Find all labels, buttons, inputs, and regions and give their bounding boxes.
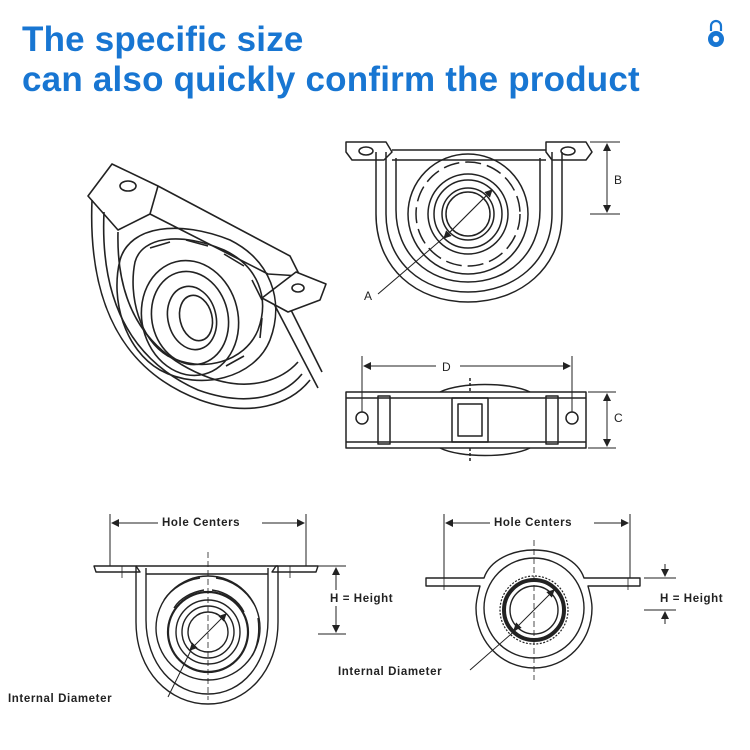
dimension-b-arrow <box>590 141 620 215</box>
label-height-right: H = Height <box>660 593 723 605</box>
right-height-dimension <box>644 564 676 624</box>
left-internal-diameter-arrow <box>167 613 227 698</box>
front-view-drawing <box>345 141 593 303</box>
label-hole-centers-right: Hole Centers <box>494 517 572 529</box>
dimension-d-arrow <box>361 356 573 412</box>
right-internal-diameter-arrow <box>469 589 555 671</box>
dimension-a-arrow <box>377 189 493 295</box>
dimension-c-arrow <box>588 391 616 449</box>
label-c: C <box>614 411 623 425</box>
headline-line-2: can also quickly confirm the product <box>22 60 640 99</box>
label-a: A <box>364 289 372 303</box>
bottom-right-bearing-drawing <box>425 540 641 680</box>
label-internal-diameter-left: Internal Diameter <box>8 693 112 705</box>
label-b: B <box>614 173 622 187</box>
label-height-left: H = Height <box>330 593 393 605</box>
label-internal-diameter-right: Internal Diameter <box>338 666 442 678</box>
isometric-bearing-drawing <box>87 163 327 410</box>
label-d: D <box>442 360 451 374</box>
lock-icon <box>708 19 724 47</box>
bottom-left-bearing-drawing <box>93 552 319 705</box>
label-hole-centers-left: Hole Centers <box>162 517 240 529</box>
top-view-drawing <box>345 378 587 462</box>
headline-line-1: The specific size <box>22 20 304 59</box>
